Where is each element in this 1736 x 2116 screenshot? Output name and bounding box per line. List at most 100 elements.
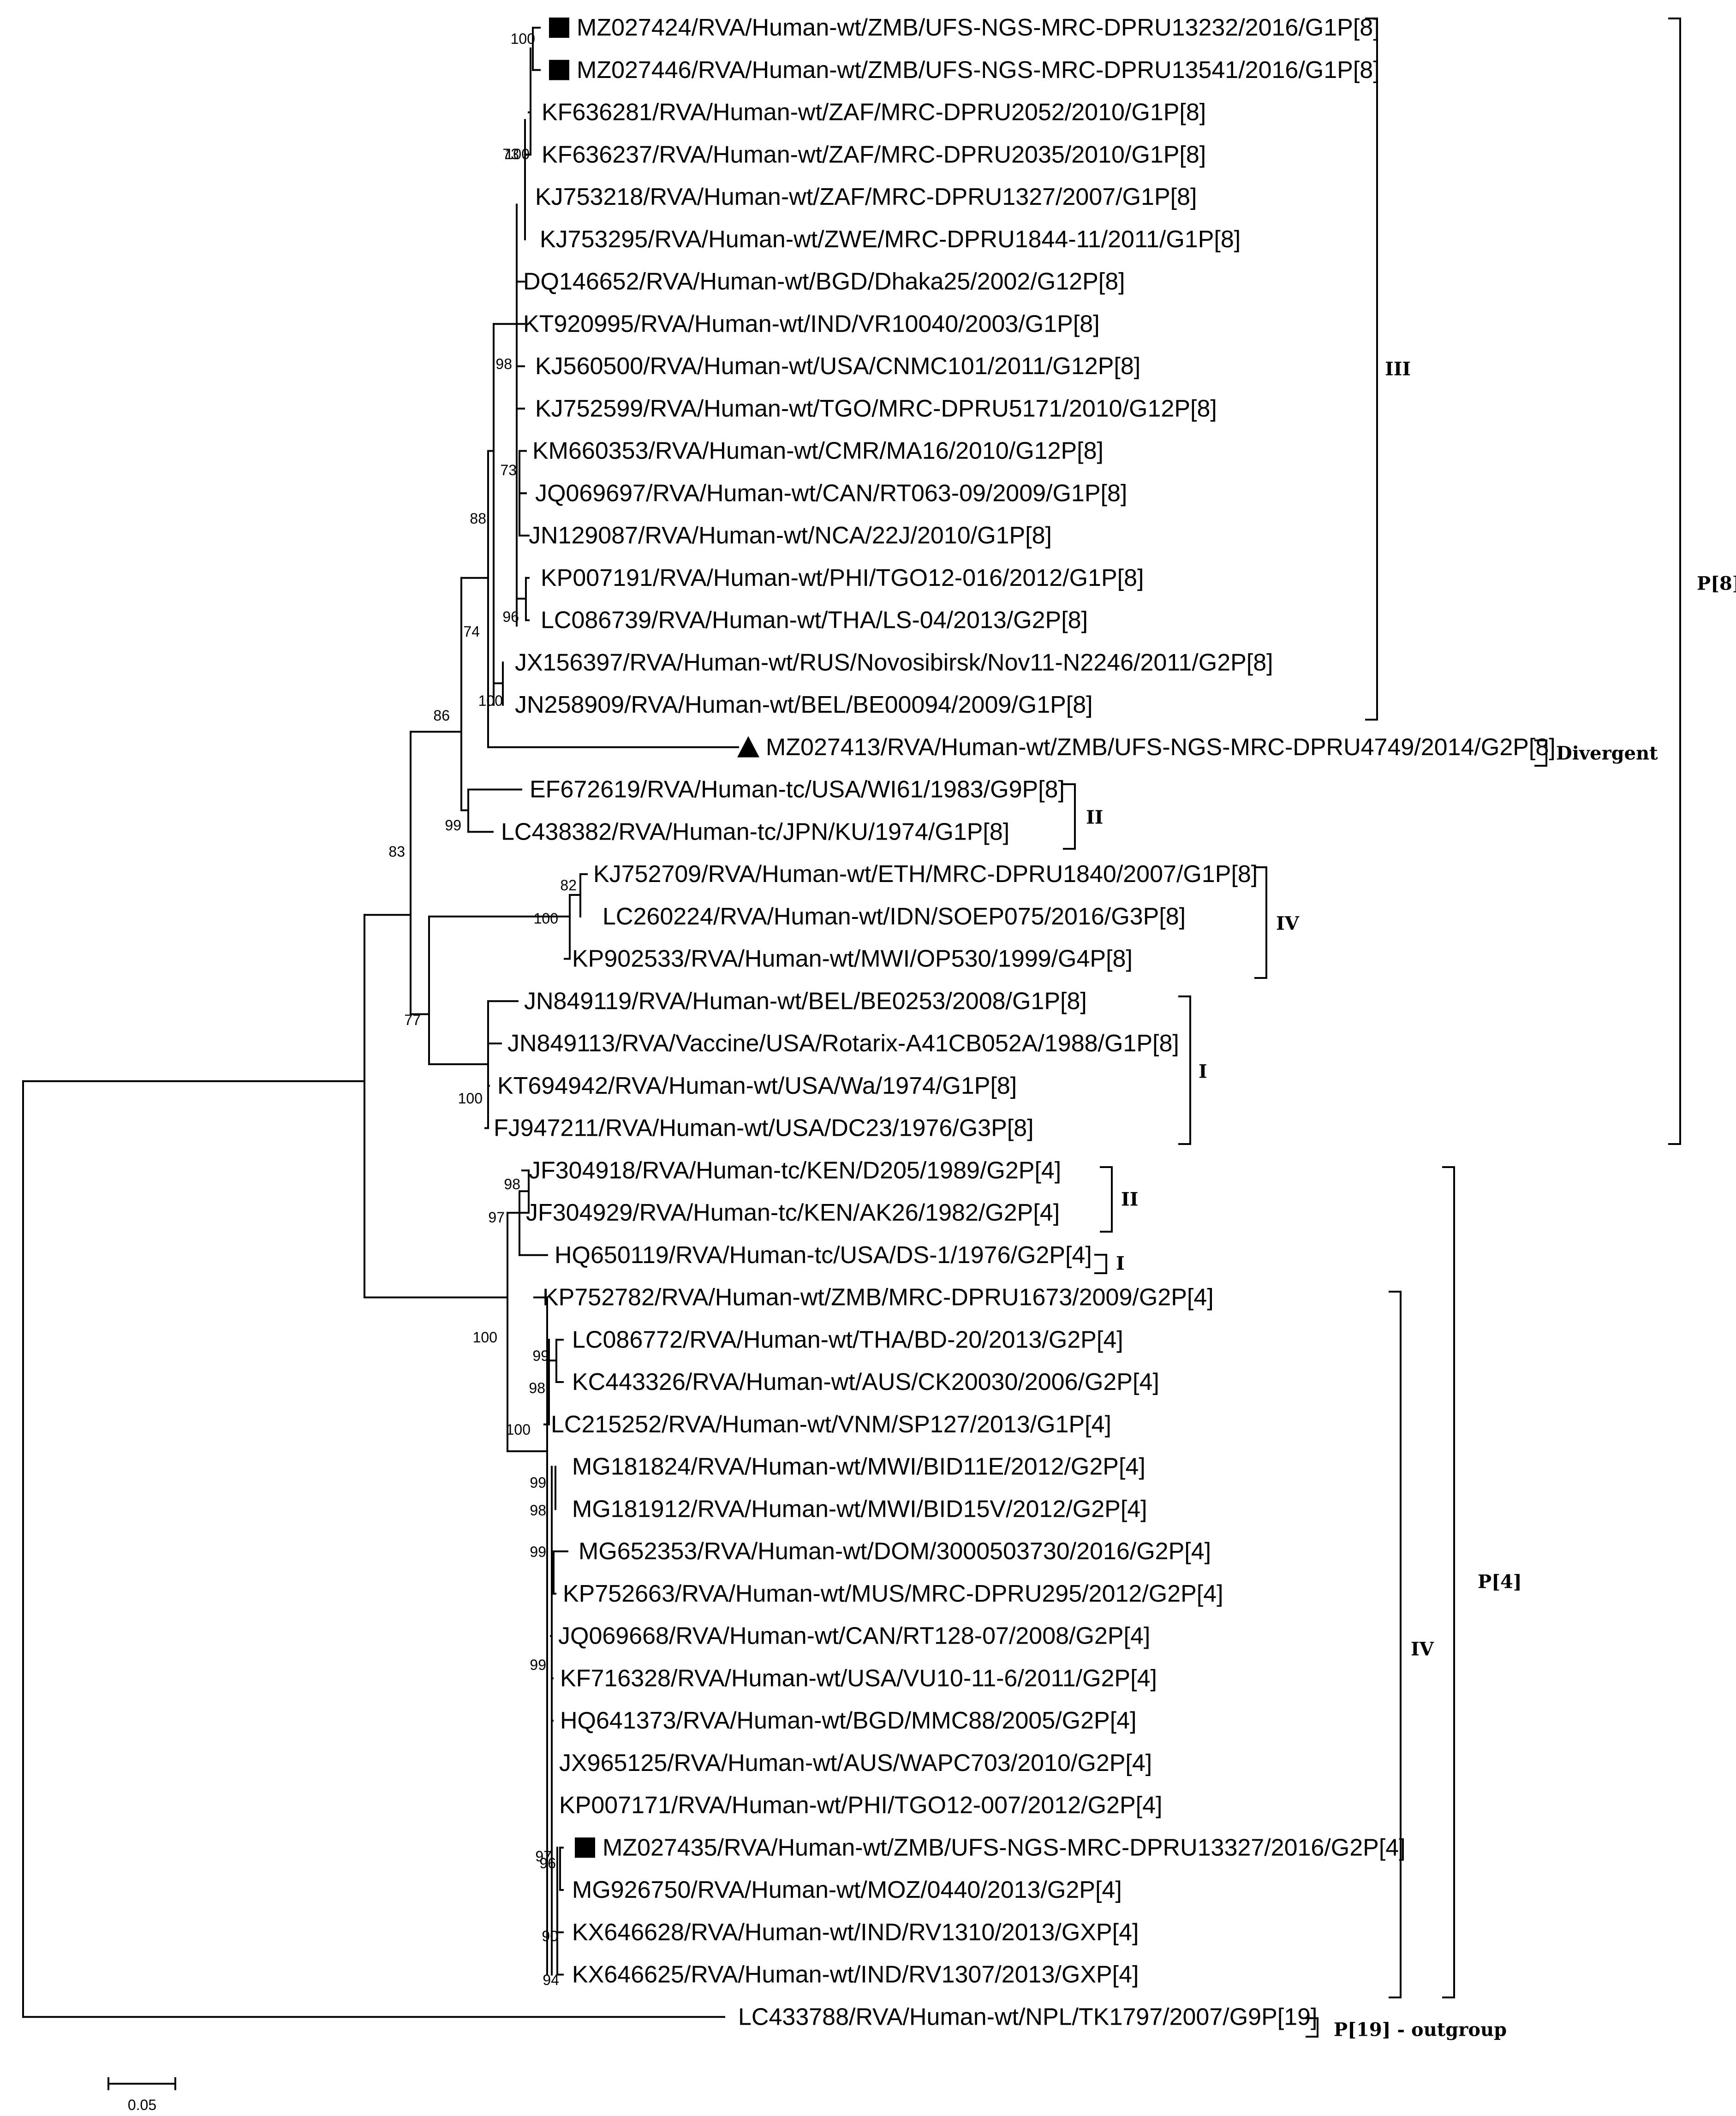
taxon-label: JF304918/RVA/Human-tc/KEN/D205/1989/G2P[…	[529, 1157, 1061, 1184]
taxon-label: LC438382/RVA/Human-tc/JPN/KU/1974/G1P[8]	[501, 818, 1009, 845]
clade-bracket	[1365, 18, 1378, 721]
taxon-label: KF636281/RVA/Human-wt/ZAF/MRC-DPRU2052/2…	[542, 99, 1206, 126]
taxon-label: LC433788/RVA/Human-wt/NPL/TK1797/2007/G9…	[738, 2003, 1318, 2030]
clade-label-p8-ii: II	[1086, 807, 1103, 829]
clade-bracket	[1442, 1166, 1455, 1998]
square-marker-icon	[549, 60, 569, 80]
bootstrap-values: 1001007398739688100748699838210077100989…	[388, 30, 577, 1988]
clade-bracket	[1534, 739, 1547, 767]
taxon-label: KP902533/RVA/Human-wt/MWI/OP530/1999/G4P…	[572, 946, 1133, 972]
taxon-label: EF672619/RVA/Human-tc/USA/WI61/1983/G9P[…	[530, 776, 1065, 803]
bootstrap-value: 86	[433, 707, 450, 724]
taxon-label: KJ752709/RVA/Human-wt/ETH/MRC-DPRU1840/2…	[593, 861, 1258, 888]
clade-bracket	[1063, 783, 1076, 850]
bootstrap-value: 98	[504, 1176, 520, 1192]
taxon-label: KM660353/RVA/Human-wt/CMR/MA16/2010/G12P…	[532, 438, 1104, 465]
taxon-label: KT920995/RVA/Human-wt/IND/VR10040/2003/G…	[523, 310, 1100, 337]
taxon-label: MG652353/RVA/Human-wt/DOM/3000503730/201…	[579, 1538, 1211, 1565]
clade-bracket	[1254, 866, 1267, 979]
clade-bracket	[1100, 1166, 1113, 1233]
taxon-label: LC086739/RVA/Human-wt/THA/LS-04/2013/G2P…	[541, 607, 1088, 634]
taxon-label: KP007171/RVA/Human-wt/PHI/TGO12-007/2012…	[559, 1792, 1162, 1819]
square-marker-icon	[549, 18, 569, 38]
bootstrap-value: 97	[535, 1848, 552, 1865]
bootstrap-value: 98	[530, 1502, 546, 1519]
taxon-label: JN258909/RVA/Human-wt/BEL/BE00094/2009/G…	[515, 691, 1093, 718]
bootstrap-value: 82	[560, 877, 577, 894]
taxon-label: HQ641373/RVA/Human-wt/BGD/MMC88/2005/G2P…	[560, 1707, 1137, 1734]
clade-label-p4-i: I	[1116, 1253, 1125, 1275]
bootstrap-value: 100	[505, 146, 530, 162]
scale-bar: 0.05	[107, 2077, 176, 2113]
taxon-label: KT694942/RVA/Human-wt/USA/Wa/1974/G1P[8]	[497, 1073, 1017, 1099]
clade-bracket	[1178, 995, 1191, 1145]
clade-bracket	[1094, 1254, 1107, 1274]
bootstrap-value: 99	[445, 817, 461, 834]
taxon-label: KJ752599/RVA/Human-wt/TGO/MRC-DPRU5171/2…	[535, 395, 1217, 422]
clade-bracket	[1389, 1291, 1402, 1998]
taxon-labels: MZ027424/RVA/Human-wt/ZMB/UFS-NGS-MRC-DP…	[494, 14, 1556, 2030]
taxon-label: KJ560500/RVA/Human-wt/USA/CNMC101/2011/G…	[535, 353, 1140, 380]
taxon-label: KJ753295/RVA/Human-wt/ZWE/MRC-DPRU1844-1…	[540, 226, 1241, 253]
clade-label-p4-ii: II	[1121, 1189, 1138, 1210]
taxon-label: JN849119/RVA/Human-wt/BEL/BE0253/2008/G1…	[524, 988, 1087, 1014]
taxon-label: HQ650119/RVA/Human-tc/USA/DS-1/1976/G2P[…	[555, 1242, 1092, 1269]
taxon-label: MG926750/RVA/Human-wt/MOZ/0440/2013/G2P[…	[572, 1877, 1122, 1903]
clade-label-p4-iv: IV	[1411, 1639, 1434, 1660]
taxon-label: KX646625/RVA/Human-wt/IND/RV1307/2013/GX…	[572, 1961, 1139, 1988]
taxon-label: MZ027424/RVA/Human-wt/ZMB/UFS-NGS-MRC-DP…	[577, 14, 1380, 41]
taxon-label: JX156397/RVA/Human-wt/RUS/Novosibirsk/No…	[515, 649, 1273, 676]
bootstrap-value: 99	[532, 1347, 549, 1364]
taxon-label: LC086772/RVA/Human-wt/THA/BD-20/2013/G2P…	[572, 1326, 1123, 1353]
bootstrap-value: 96	[502, 608, 519, 625]
clade-bracket	[1668, 18, 1681, 1145]
scale-bar-line	[107, 2077, 176, 2090]
clade-label-p8-iv: IV	[1276, 913, 1300, 935]
bootstrap-value: 99	[530, 1657, 546, 1673]
bootstrap-value: 96	[539, 1855, 556, 1872]
clade-brackets	[1063, 18, 1681, 2038]
taxon-label: MG181824/RVA/Human-wt/MWI/BID11E/2012/G2…	[572, 1454, 1145, 1480]
scale-bar-label: 0.05	[128, 2097, 156, 2113]
bootstrap-value: 74	[463, 623, 480, 640]
taxon-label: MZ027413/RVA/Human-wt/ZMB/UFS-NGS-MRC-DP…	[766, 734, 1556, 761]
taxon-label: KX646628/RVA/Human-wt/IND/RV1310/2013/GX…	[572, 1919, 1139, 1946]
taxon-label: LC215252/RVA/Human-wt/VNM/SP127/2013/G1P…	[551, 1411, 1111, 1438]
taxon-label: KP007191/RVA/Human-wt/PHI/TGO12-016/2012…	[541, 565, 1144, 591]
taxon-label: LC260224/RVA/Human-wt/IDN/SOEP075/2016/G…	[603, 903, 1186, 930]
taxon-label: MZ027446/RVA/Human-wt/ZMB/UFS-NGS-MRC-DP…	[577, 57, 1380, 83]
taxon-label: MG181912/RVA/Human-wt/MWI/BID15V/2012/G2…	[572, 1496, 1147, 1522]
taxon-label: KF716328/RVA/Human-wt/USA/VU10-11-6/2011…	[560, 1665, 1157, 1692]
taxon-label: KC443326/RVA/Human-wt/AUS/CK20030/2006/G…	[572, 1369, 1159, 1395]
bootstrap-value: 98	[495, 356, 512, 372]
bootstrap-value: 73	[500, 462, 517, 478]
bootstrap-value: 100	[534, 910, 558, 927]
bootstrap-value: 100	[473, 1329, 497, 1346]
bootstrap-value: 99	[530, 1474, 546, 1491]
taxon-label: JN129087/RVA/Human-wt/NCA/22J/2010/G1P[8…	[529, 522, 1052, 549]
bootstrap-value: 100	[511, 30, 535, 47]
bootstrap-value: 77	[404, 1012, 421, 1028]
bootstrap-value: 98	[529, 1380, 545, 1396]
taxon-markers	[549, 18, 759, 1858]
taxon-label: KF636237/RVA/Human-wt/ZAF/MRC-DPRU2035/2…	[542, 141, 1206, 168]
taxon-label: JF304929/RVA/Human-tc/KEN/AK26/1982/G2P[…	[526, 1199, 1060, 1226]
bootstrap-value: 94	[543, 1972, 559, 1988]
taxon-label: JX965125/RVA/Human-wt/AUS/WAPC703/2010/G…	[559, 1750, 1152, 1776]
taxon-label: FJ947211/RVA/Human-wt/USA/DC23/1976/G3P[…	[494, 1115, 1034, 1142]
clade-labels: III Divergent II IV I P[8] II I IV P[4] …	[1086, 358, 1736, 2041]
triangle-marker-icon	[737, 736, 759, 757]
clade-label-p8-i: I	[1199, 1061, 1207, 1083]
bootstrap-value: 88	[470, 510, 486, 527]
bootstrap-value: 73	[502, 146, 519, 162]
square-marker-icon	[575, 1837, 595, 1858]
taxon-label: KJ753218/RVA/Human-wt/ZAF/MRC-DPRU1327/2…	[535, 184, 1197, 210]
bootstrap-value: 83	[388, 843, 405, 860]
taxon-label: KP752782/RVA/Human-wt/ZMB/MRC-DPRU1673/2…	[543, 1284, 1214, 1311]
clade-bracket	[1306, 2017, 1318, 2038]
taxon-label: MZ027435/RVA/Human-wt/ZMB/UFS-NGS-MRC-DP…	[603, 1834, 1406, 1861]
tree-branches	[22, 27, 739, 2018]
taxon-label: KP752663/RVA/Human-wt/MUS/MRC-DPRU295/20…	[563, 1580, 1223, 1607]
clade-label-p4: P[4]	[1478, 1571, 1522, 1593]
